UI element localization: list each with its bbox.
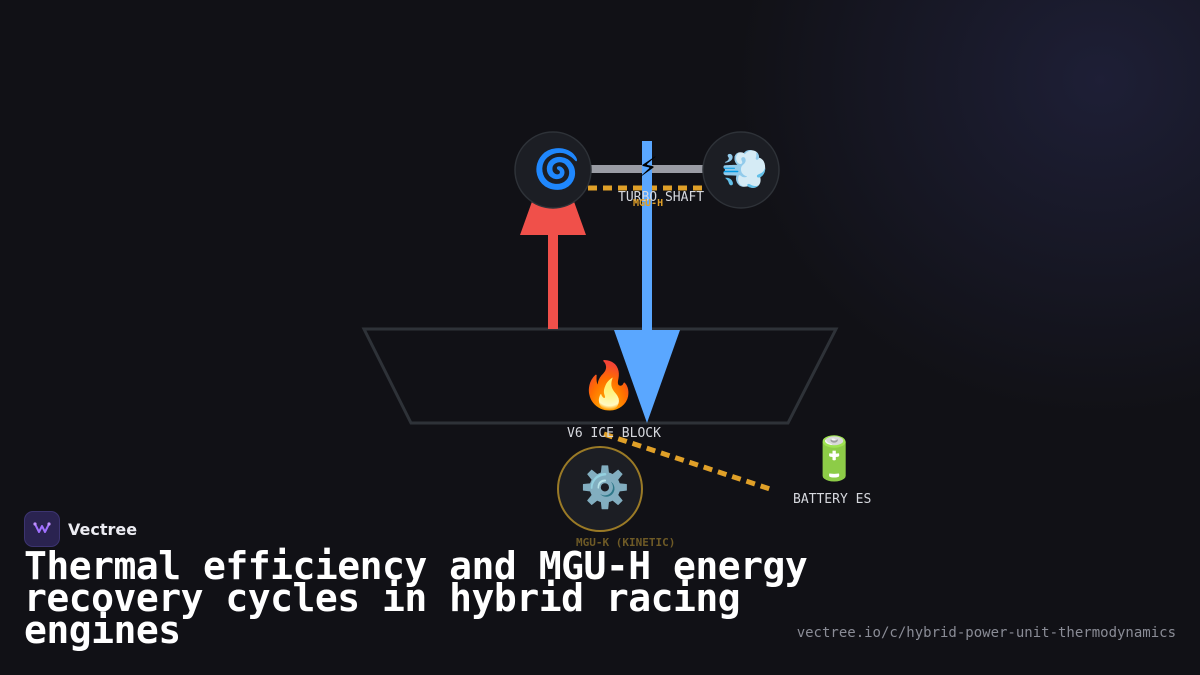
gear-icon: ⚙️ [580, 465, 630, 511]
vectree-logo-icon [24, 511, 60, 547]
turbo-shaft-label: TURBO SHAFT [618, 190, 705, 205]
mguk-label: MGU-K (KINETIC) [576, 536, 676, 549]
turbine-node [514, 131, 592, 209]
exhaust-arrow-head [520, 196, 586, 235]
source-url: vectree.io/c/hybrid-power-unit-thermodyn… [796, 625, 1176, 641]
brand: Vectree [24, 511, 138, 547]
mguk-node [557, 446, 643, 532]
ice-block-outline [361, 327, 839, 425]
ice-block-label: V6 ICE BLOCK [567, 426, 661, 441]
intake-arrow-head [614, 330, 680, 423]
battery-icon: 🔋 [808, 434, 861, 483]
fire-icon: 🔥 [580, 358, 638, 412]
compressor-node [702, 131, 780, 209]
brand-name: Vectree [68, 519, 138, 539]
lightning-icon: ⚡ [638, 147, 658, 185]
turbine-icon: 🌀 [533, 147, 581, 191]
compressor-icon: 💨 [721, 147, 769, 191]
exhaust-arrow-shaft [548, 235, 558, 329]
mguh-label: MGU-H [633, 198, 664, 209]
battery-label: BATTERY ES [793, 492, 872, 507]
intake-arrow-shaft [642, 141, 652, 331]
page-title: Thermal efficiency and MGU-H energy reco… [24, 544, 808, 652]
